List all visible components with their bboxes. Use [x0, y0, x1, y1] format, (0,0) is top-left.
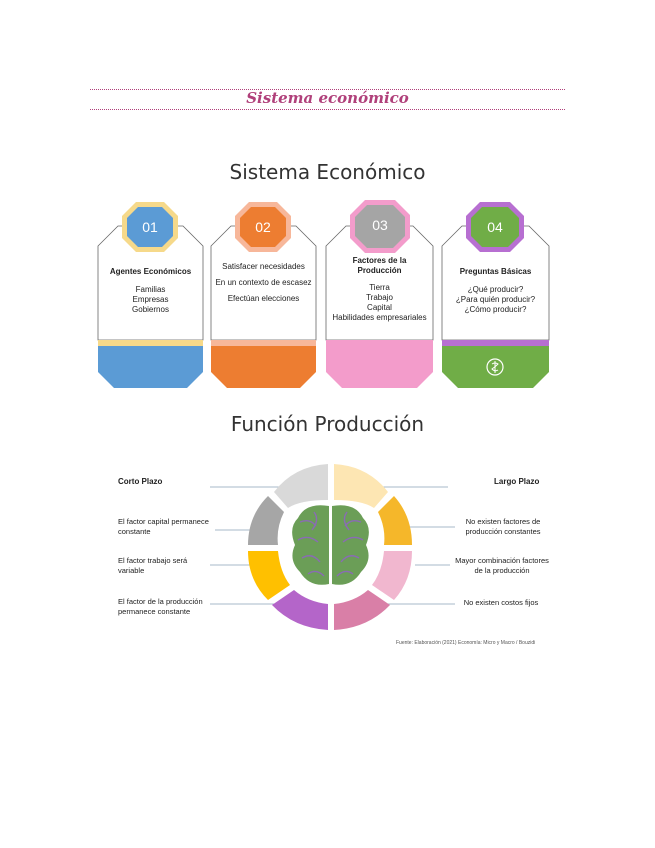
card-1-line-3: Gobiernos	[132, 305, 169, 314]
card-3	[325, 200, 434, 388]
card-2-base	[211, 346, 316, 388]
corto-plazo-item-3: El factor de la producción permanece con…	[118, 597, 203, 616]
largo-plazo-item-3: No existen costos fijos	[463, 598, 539, 607]
card-2-line-3: Efectúan elecciones	[227, 294, 300, 303]
largo-plazo-item-2: Mayor combinación factores de la producc…	[455, 556, 549, 575]
card-1-number: 01	[142, 219, 158, 235]
source-note: Fuente: Elaboración (2021) Economía: Mic…	[396, 640, 536, 646]
card-2-text: Satisfacer necesidades En un contexto de…	[215, 262, 312, 304]
card-3-number: 03	[372, 217, 388, 233]
corto-plazo-heading: Corto Plazo	[118, 477, 163, 486]
card-3-line-4: Habilidades empresariales	[332, 313, 427, 322]
sistema-economico-title: Sistema Económico	[229, 160, 426, 184]
card-2-number: 02	[255, 219, 271, 235]
card-2-line-1: Satisfacer necesidades	[222, 262, 305, 271]
card-3-line-3: Capital	[367, 303, 392, 312]
card-4-strip	[442, 340, 549, 346]
card-4-number: 04	[487, 219, 503, 235]
card-4-line-2: ¿Para quién producir?	[455, 295, 536, 304]
largo-plazo-heading: Largo Plazo	[494, 477, 540, 486]
card-4-text: Preguntas Básicas ¿Qué producir? ¿Para q…	[446, 267, 545, 315]
header-bottom-divider	[90, 109, 565, 110]
card-4-badge	[471, 207, 519, 247]
card-2	[210, 202, 317, 388]
page-header-title: Sistema económico	[246, 89, 409, 107]
ring-segment-right-1	[334, 464, 388, 508]
card-3-line-1: Tierra	[369, 283, 390, 292]
card-4	[441, 202, 550, 388]
header-top-divider	[90, 89, 565, 90]
funcion-produccion-title: Función Producción	[230, 412, 425, 436]
card-1-strip	[98, 340, 203, 346]
ring-segment-right-4	[334, 590, 390, 630]
card-1-line-1: Familias	[135, 285, 166, 294]
card-3-base	[326, 346, 433, 388]
card-4-line-3: ¿Cómo producir?	[464, 305, 527, 314]
card-2-badge	[240, 207, 286, 247]
ring-segment-right-3	[372, 551, 412, 600]
ring-segment-left-2	[248, 496, 284, 545]
corto-plazo-item-2: El factor trabajo será variable	[118, 556, 188, 575]
card-1-badge	[127, 207, 173, 247]
ring-segment-left-1	[274, 464, 328, 508]
card-3-text: Factores de la Producción Tierra Trabajo…	[330, 256, 429, 323]
dollar-icon	[486, 358, 504, 376]
card-2-line-2: En un contexto de escasez	[215, 278, 312, 287]
card-2-strip	[211, 340, 316, 346]
card-4-line-1: ¿Qué producir?	[467, 285, 524, 294]
corto-plazo-item-1: El factor capital permanece constante	[118, 517, 209, 536]
card-1-line-2: Empresas	[132, 295, 169, 304]
card-1-text: Agentes Económicos Familias Empresas Gob…	[100, 267, 201, 315]
card-1-heading: Agentes Económicos	[109, 267, 192, 276]
largo-plazo-item-1: No existen factores de producción consta…	[465, 517, 541, 536]
card-3-line-2: Trabajo	[366, 293, 393, 302]
card-3-badge	[355, 205, 405, 248]
card-1	[97, 202, 204, 388]
card-3-strip	[326, 340, 433, 346]
card-3-heading: Factores de la Producción	[352, 256, 407, 275]
ring-segment-right-2	[378, 496, 412, 545]
brain-icon	[292, 505, 369, 585]
ring-segment-left-3	[248, 551, 290, 600]
card-4-heading: Preguntas Básicas	[459, 267, 532, 276]
card-1-base	[98, 346, 203, 388]
ring-segment-left-4	[272, 590, 328, 630]
